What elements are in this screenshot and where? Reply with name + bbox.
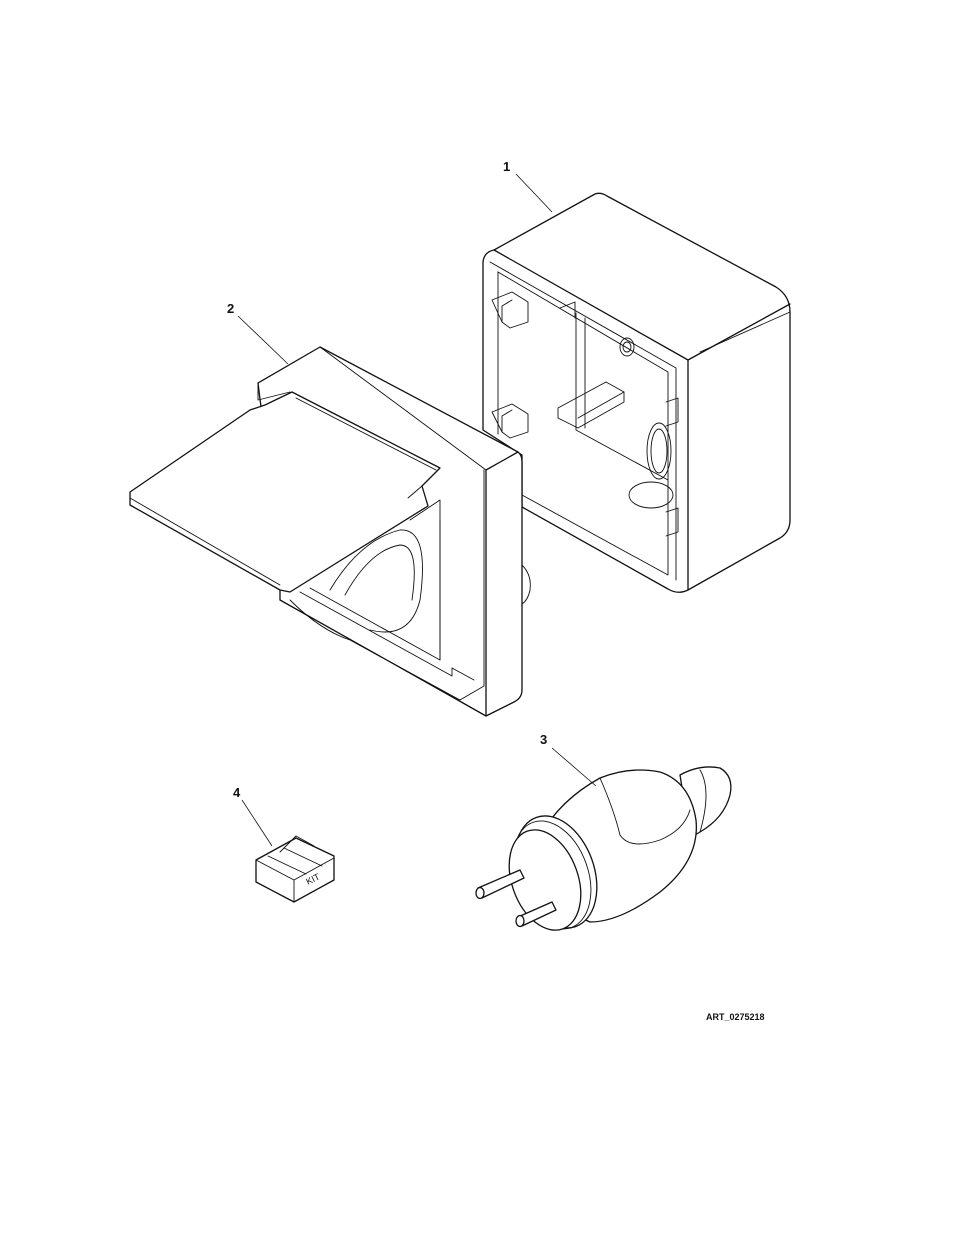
callout-3: 3 <box>540 732 547 747</box>
part-3-plug <box>476 767 731 940</box>
leader-line-3 <box>552 748 596 786</box>
callout-1: 1 <box>503 159 510 174</box>
callout-2: 2 <box>227 301 234 316</box>
leader-line-1 <box>516 174 552 212</box>
callout-4: 4 <box>233 785 241 800</box>
part-4-kit-box: KIT <box>256 836 334 902</box>
art-reference: ART_0275218 <box>706 1012 765 1022</box>
leader-line-2 <box>238 316 288 364</box>
part-2-socket-cover <box>130 347 530 716</box>
leader-line-4 <box>242 800 272 846</box>
part-1-back-box <box>483 193 790 592</box>
